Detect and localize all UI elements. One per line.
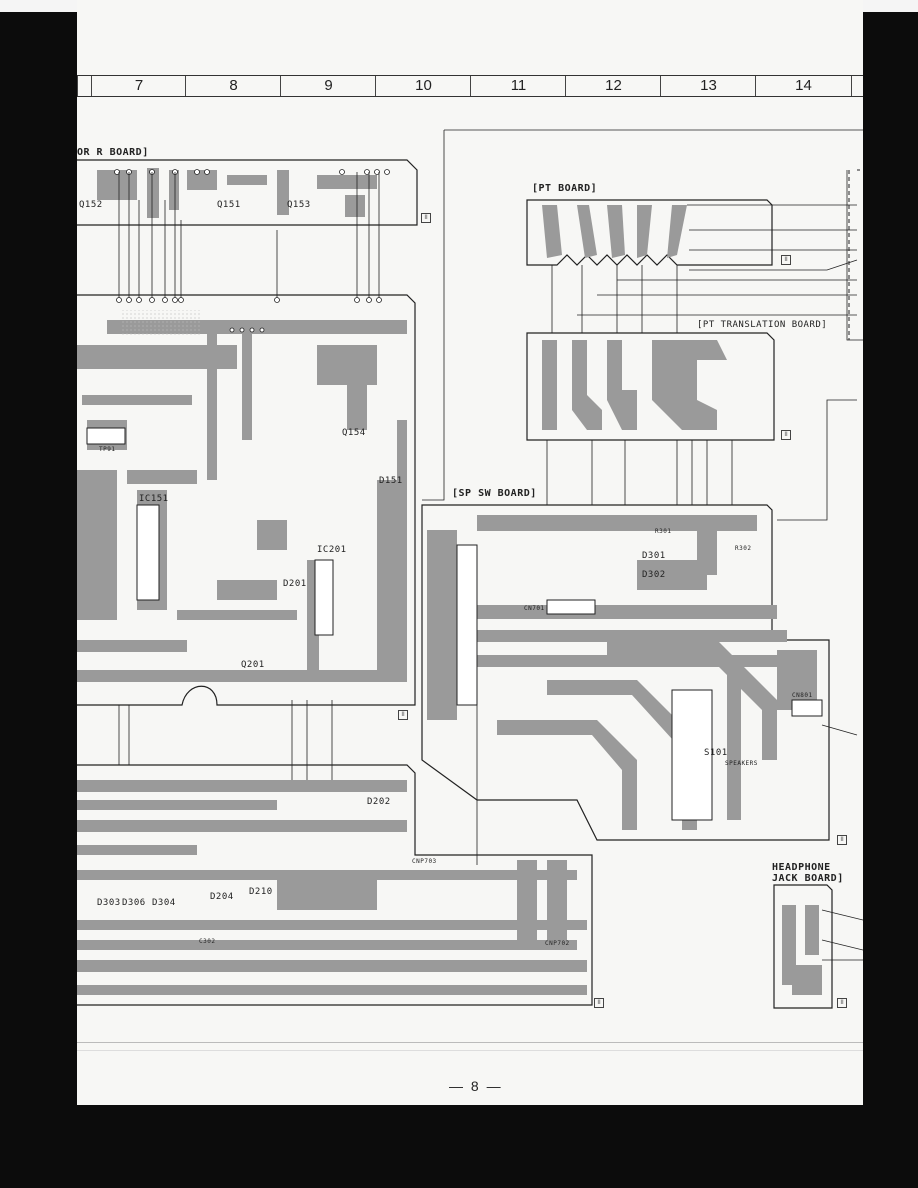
cn801-label: CN801 xyxy=(792,692,813,699)
q152-label: Q152 xyxy=(79,200,103,210)
scale-col: 8 xyxy=(185,76,281,96)
sp-sw-board-label: [SP SW BOARD] xyxy=(452,488,537,499)
tp91-label: TP91 xyxy=(99,446,116,453)
scale-col: 7 xyxy=(91,76,186,96)
d210-label: D210 xyxy=(249,887,273,897)
s101-label: S101 xyxy=(704,748,728,758)
section-marker: II xyxy=(781,255,791,265)
cnp702-label: CNP702 xyxy=(545,940,570,947)
d301-label: D301 xyxy=(642,551,666,561)
footer-rule xyxy=(77,1042,863,1043)
d303-label: D303 xyxy=(97,898,121,908)
scale-col: 10 xyxy=(375,76,471,96)
ic201-label: IC201 xyxy=(317,545,347,555)
scale-col: 9 xyxy=(280,76,376,96)
d306-label: D306 xyxy=(122,898,146,908)
r301-label: R301 xyxy=(655,528,672,535)
or-r-board-label: OR R BOARD] xyxy=(77,147,149,158)
speakers-label: SPEAKERS xyxy=(725,760,758,767)
r302-label: R302 xyxy=(735,545,752,552)
column-scale: 7 8 9 10 11 12 13 14 xyxy=(77,75,863,97)
d204-label: D204 xyxy=(210,892,234,902)
cn701-label: CN701 xyxy=(524,605,545,612)
or-r-board-top xyxy=(77,159,418,226)
q151-label: Q151 xyxy=(217,200,241,210)
d304-label: D304 xyxy=(152,898,176,908)
footer-rule-2 xyxy=(77,1050,863,1051)
d201-label: D201 xyxy=(283,579,307,589)
d202-label: D202 xyxy=(367,797,391,807)
pcb-artwork xyxy=(77,129,863,1009)
section-marker: II xyxy=(781,430,791,440)
headphone-board-label-1: HEADPHONE xyxy=(772,862,831,873)
section-marker: II xyxy=(398,710,408,720)
left-edge xyxy=(36,12,77,1188)
scale-col: 13 xyxy=(660,76,756,96)
pt-board-label: [PT BOARD] xyxy=(532,183,598,194)
section-marker: II xyxy=(421,213,431,223)
d302-label: D302 xyxy=(642,570,666,580)
q153-label: Q153 xyxy=(287,200,311,210)
ic151-label: IC151 xyxy=(139,494,169,504)
d151-label: D151 xyxy=(379,476,403,486)
scale-col: 12 xyxy=(565,76,661,96)
pt-translation-board-label: [PT TRANSLATION BOARD] xyxy=(697,320,828,330)
schematic-page: 7 8 9 10 11 12 13 14 xyxy=(77,0,863,1105)
headphone-board-label-2: JACK BOARD] xyxy=(772,873,844,884)
scale-col: 11 xyxy=(470,76,566,96)
scale-cell-blank xyxy=(77,76,172,96)
q154-label: Q154 xyxy=(342,428,366,438)
scale-col: 14 xyxy=(755,76,852,96)
section-marker: II xyxy=(837,998,847,1008)
c302-label: C302 xyxy=(199,938,216,945)
section-marker: II xyxy=(837,835,847,845)
page-number: — 8 — xyxy=(449,1078,503,1094)
section-marker: II xyxy=(594,998,604,1008)
q201-label: Q201 xyxy=(241,660,265,670)
cn703-label: CNP703 xyxy=(412,858,437,865)
